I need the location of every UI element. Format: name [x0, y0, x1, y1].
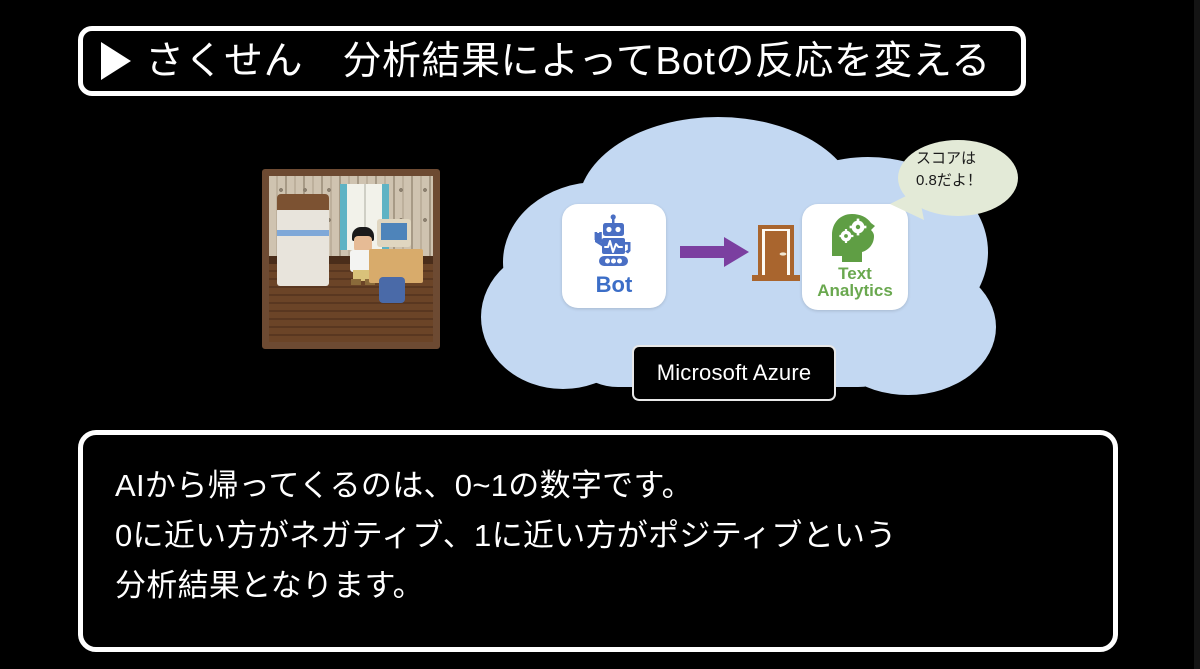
azure-cloud-label: Microsoft Azure [632, 345, 836, 401]
room-scene [269, 176, 433, 342]
head-gears-icon [832, 214, 875, 262]
pixel-art-bedroom [262, 169, 440, 349]
arrow-right-icon [680, 237, 749, 267]
text-analytics-card-label: Text Analytics [817, 265, 893, 300]
caption-line-2: 0に近い方がネガティブ、1に近い方がポジティブという [115, 518, 897, 554]
right-edge-stripe [1194, 0, 1200, 669]
character-shoes [351, 279, 376, 286]
room-monitor [377, 219, 411, 248]
caption-line-1: AIから帰ってくるのは、0~1の数字です。 [115, 468, 693, 503]
robot-icon [594, 214, 631, 266]
room-bed [277, 193, 329, 286]
page-title: さくせん 分析結果によってBotの反応を変える [145, 39, 991, 83]
caption-box: AIから帰ってくるのは、0~1の数字です。 0に近い方がネガティブ、1に近い方が… [78, 430, 1118, 652]
text-analytics-label-line2: Analytics [817, 281, 893, 301]
room-chair [379, 277, 405, 304]
text-analytics-label-line1: Text [838, 264, 872, 283]
speech-bubble-shape [890, 140, 1018, 220]
text-analytics-service-card[interactable]: Text Analytics [802, 204, 908, 310]
play-triangle-icon [101, 42, 131, 80]
door-icon [752, 225, 800, 281]
caption-line-3: 分析結果となります。 [115, 568, 424, 604]
speech-bubble-text: スコアは 0.8だよ！ [916, 150, 982, 189]
title-banner: さくせん 分析結果によってBotの反応を変える [78, 26, 1026, 96]
bot-service-card[interactable]: Bot [562, 204, 666, 308]
character-face [354, 236, 373, 253]
character-legs [353, 270, 374, 282]
bot-card-label: Bot [595, 272, 633, 297]
